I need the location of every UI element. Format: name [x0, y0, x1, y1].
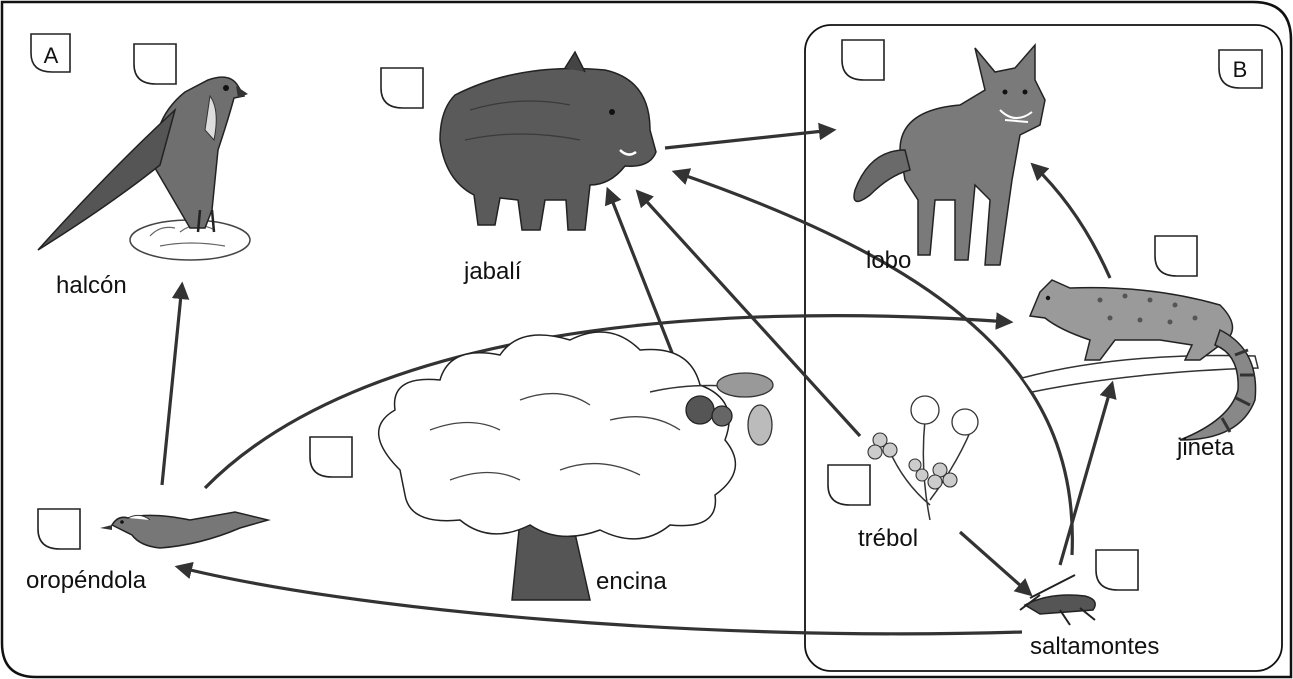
- clover-illustration: [867, 395, 979, 521]
- grasshopper-illustration: [1019, 574, 1096, 626]
- arrow-jineta-to-lobo: [1030, 162, 1112, 279]
- zone-b-label: B: [1233, 57, 1248, 82]
- zone-b-marker: B: [1218, 49, 1263, 89]
- answer-box-encina[interactable]: [309, 436, 353, 478]
- zone-a-marker: A: [30, 33, 71, 73]
- arrow-trebol-to-jabali: [635, 189, 862, 438]
- wolf-illustration: [853, 42, 1046, 266]
- falcon-illustration: [37, 76, 251, 261]
- answer-box-halcon[interactable]: [133, 43, 177, 85]
- boar-illustration: [439, 50, 657, 231]
- answer-box-oropendola[interactable]: [37, 508, 81, 550]
- arrow-oropendola-to-halcon: [160, 281, 190, 486]
- answer-box-saltamontes[interactable]: [1095, 549, 1139, 591]
- zone-b-frame: [804, 24, 1283, 672]
- label-halcon: halcón: [56, 272, 127, 299]
- label-lobo: lobo: [866, 247, 911, 274]
- arrow-saltamontes-to-jineta: [1058, 380, 1117, 566]
- arrow-trebol-to-saltamontes: [958, 530, 1033, 597]
- answer-box-trebol[interactable]: [827, 464, 871, 506]
- label-oropendola: oropéndola: [26, 567, 147, 594]
- label-saltamontes: saltamontes: [1030, 633, 1159, 660]
- oriole-illustration: [100, 511, 271, 549]
- genet-illustration: [1020, 279, 1259, 441]
- answer-box-lobo[interactable]: [841, 39, 885, 81]
- arrow-saltamontes-to-oropendola: [174, 561, 1023, 636]
- label-encina: encina: [596, 568, 667, 595]
- arrow-encina-to-jabali: [604, 186, 684, 379]
- label-jabali: jabalí: [463, 258, 522, 285]
- acorn-branch-illustration: [649, 372, 774, 446]
- oak-tree-illustration: [378, 331, 737, 601]
- arrow-saltamontes-to-jabali: [671, 168, 1074, 556]
- zone-a-label: A: [44, 43, 59, 68]
- answer-box-jineta[interactable]: [1154, 235, 1198, 277]
- arrow-jabali-to-lobo: [664, 122, 837, 150]
- label-trebol: trébol: [858, 525, 918, 552]
- label-jineta: jineta: [1176, 434, 1235, 461]
- answer-box-jabali[interactable]: [380, 67, 424, 109]
